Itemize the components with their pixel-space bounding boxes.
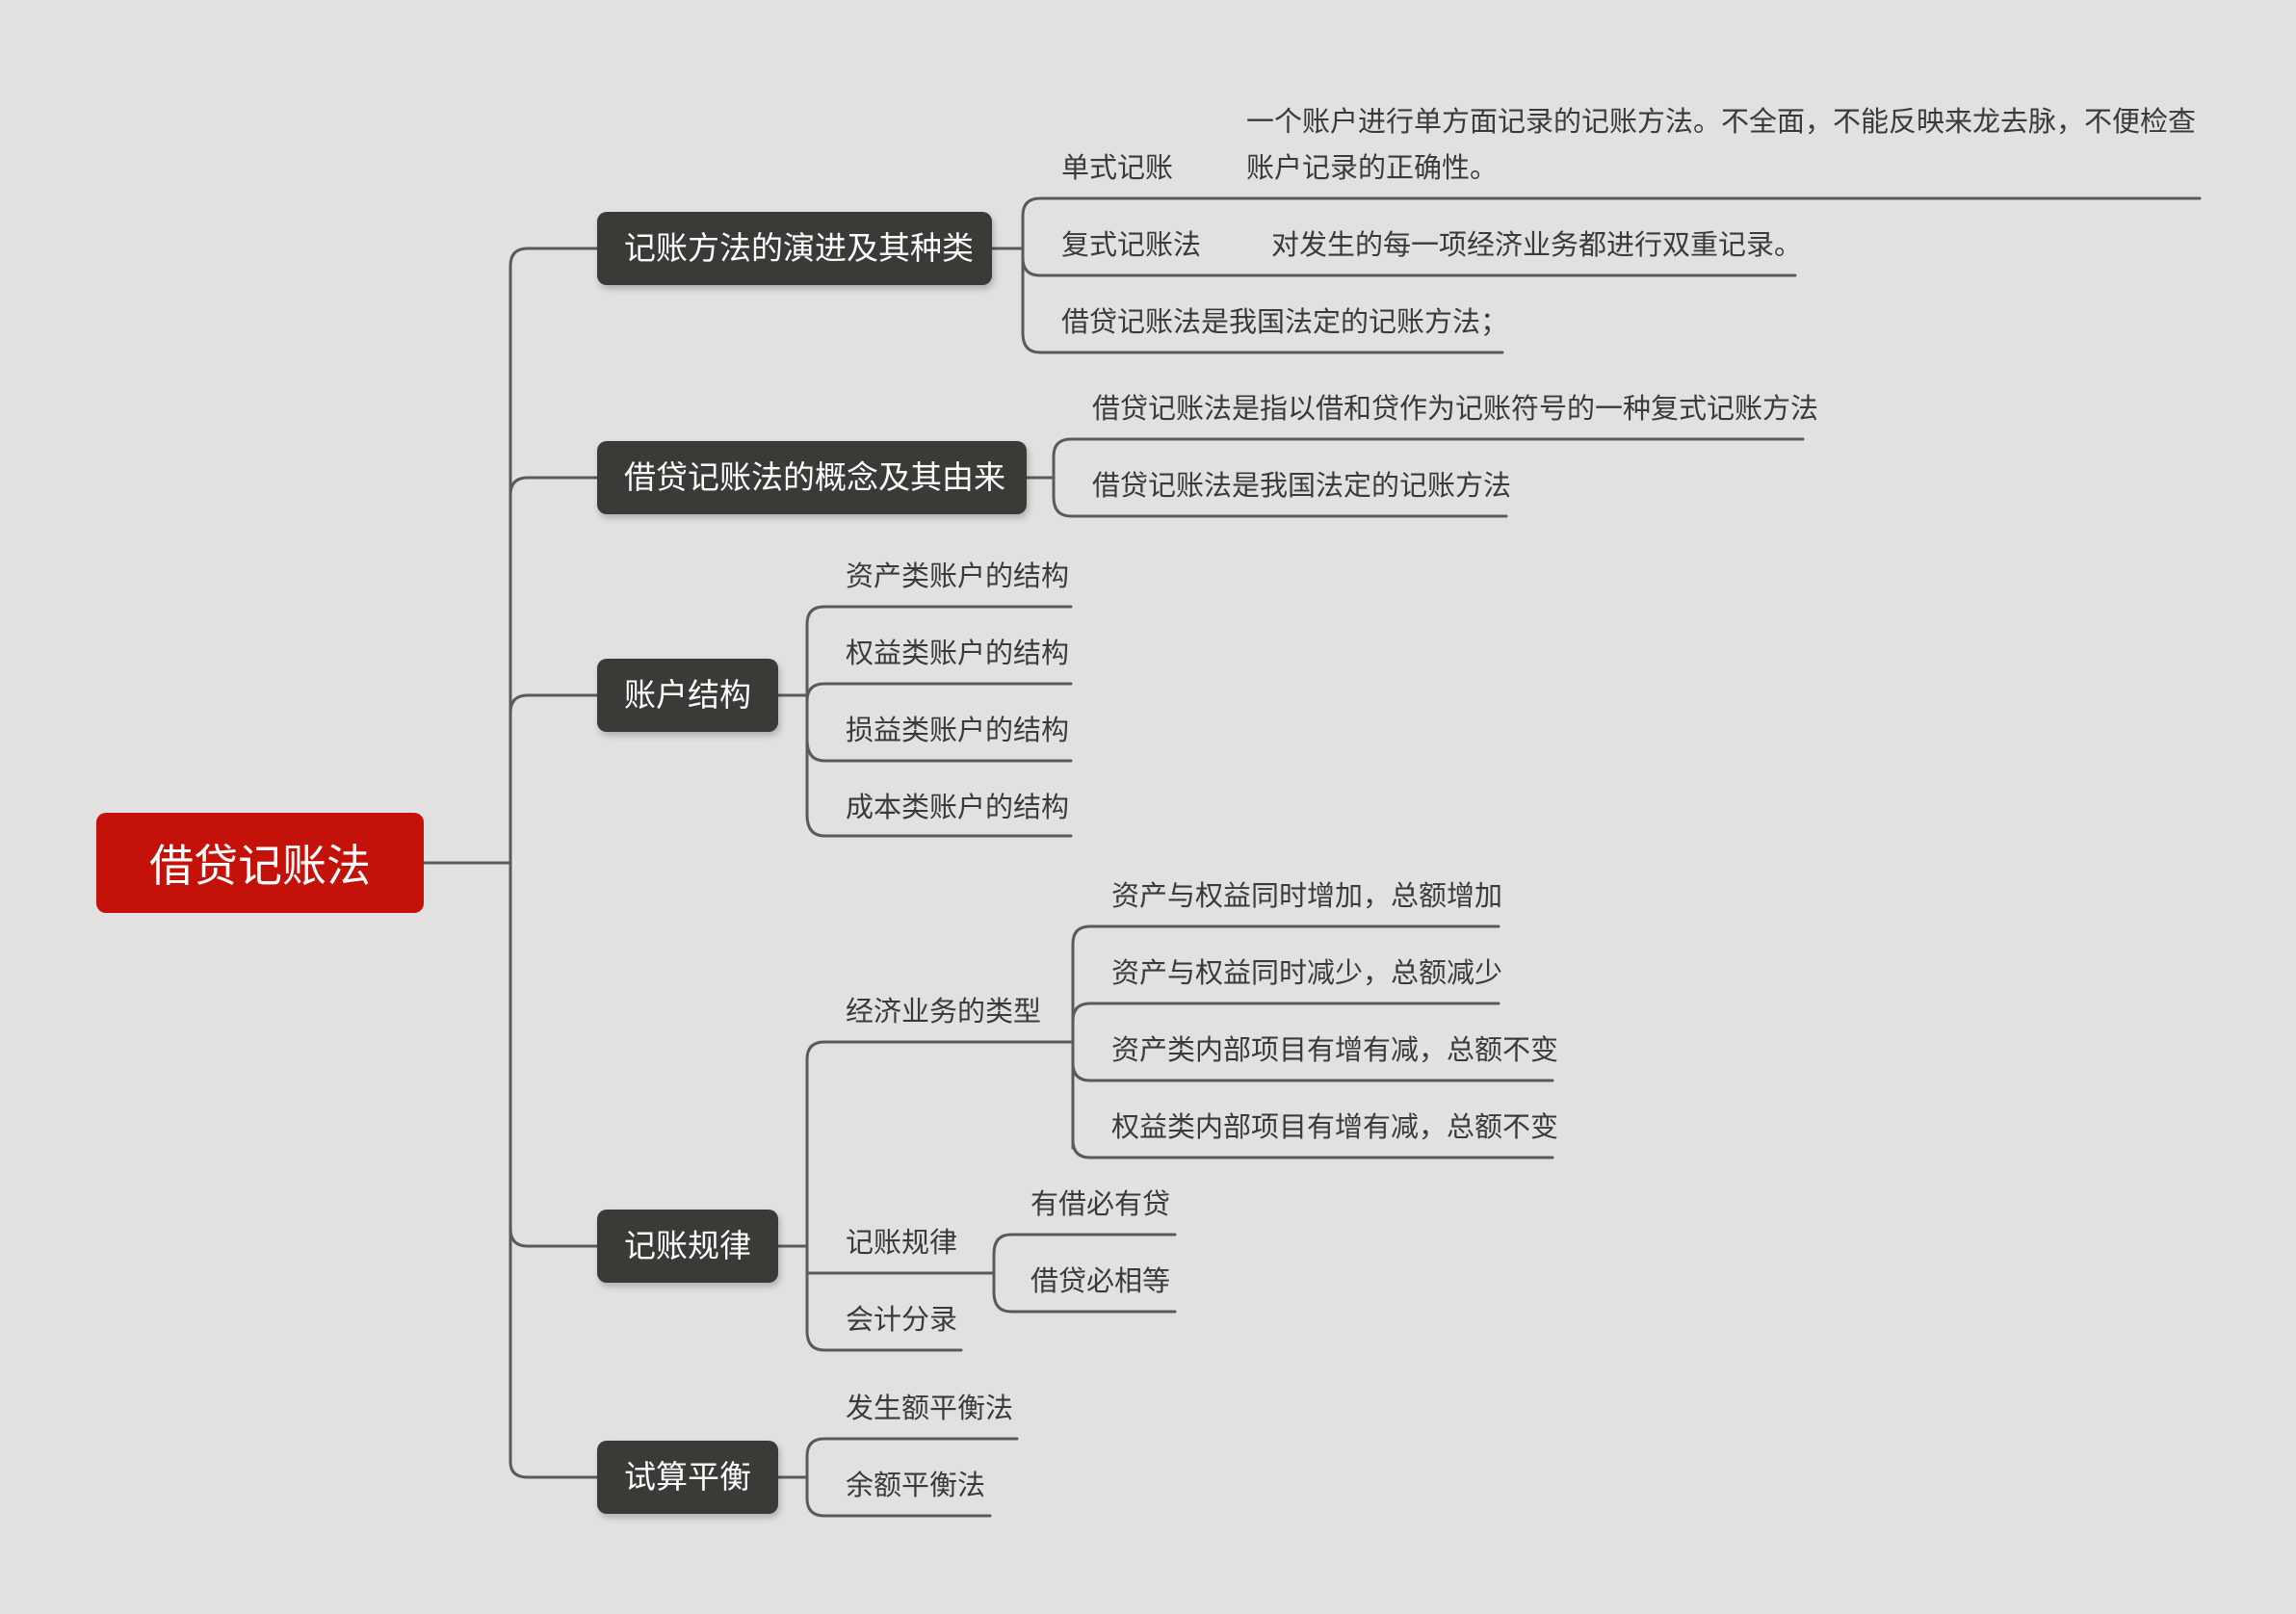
topic-legal-method[interactable]: 借贷记账法是我国法定的记账方法； — [1061, 305, 1509, 338]
topic-recording-rule[interactable]: 记账规律 — [846, 1226, 958, 1259]
topic-legal-method-2[interactable]: 借贷记账法是我国法定的记账方法 — [1092, 469, 1512, 502]
topic-single-entry[interactable]: 单式记账 — [1061, 151, 1174, 184]
topic-equity-accounts[interactable]: 权益类账户的结构 — [846, 637, 1070, 669]
note-double-entry: 对发生的每一项经济业务都进行双重记录。 — [1271, 228, 1803, 261]
topic-ending-balance[interactable]: 余额平衡法 — [846, 1469, 986, 1501]
branch-methods-evolution[interactable]: 记账方法的演进及其种类 — [597, 212, 992, 285]
topic-debit-credit-equal[interactable]: 借贷必相等 — [1031, 1264, 1171, 1297]
branch-recording-rules[interactable]: 记账规律 — [597, 1210, 778, 1283]
branch-trial-balance[interactable]: 试算平衡 — [597, 1441, 778, 1514]
topic-equity-internal[interactable]: 权益类内部项目有增有减，总额不变 — [1111, 1110, 1559, 1143]
topic-asset-internal[interactable]: 资产类内部项目有增有减，总额不变 — [1111, 1033, 1559, 1066]
topic-double-entry[interactable]: 复式记账法 — [1061, 228, 1202, 261]
topic-debit-credit-pair[interactable]: 有借必有贷 — [1031, 1187, 1171, 1220]
topic-both-increase[interactable]: 资产与权益同时增加，总额增加 — [1111, 879, 1503, 912]
branch-account-structure[interactable]: 账户结构 — [597, 659, 778, 732]
note-single-entry: 一个账户进行单方面记录的记账方法。不全面，不能反映来龙去脉，不便检查账户记录的正… — [1246, 105, 2197, 184]
topic-transaction-types[interactable]: 经济业务的类型 — [846, 995, 1042, 1028]
topic-journal-entry[interactable]: 会计分录 — [846, 1303, 958, 1336]
topic-cost-accounts[interactable]: 成本类账户的结构 — [846, 791, 1070, 823]
topic-concept-definition[interactable]: 借贷记账法是指以借和贷作为记账符号的一种复式记账方法 — [1092, 392, 1819, 425]
topic-asset-accounts[interactable]: 资产类账户的结构 — [846, 560, 1070, 592]
topic-both-decrease[interactable]: 资产与权益同时减少，总额减少 — [1111, 956, 1503, 989]
branch-concept-origin[interactable]: 借贷记账法的概念及其由来 — [597, 441, 1027, 514]
topic-turnover-balance[interactable]: 发生额平衡法 — [846, 1392, 1014, 1424]
root-topic[interactable]: 借贷记账法 — [96, 813, 424, 913]
topic-profit-loss-accounts[interactable]: 损益类账户的结构 — [846, 714, 1070, 746]
